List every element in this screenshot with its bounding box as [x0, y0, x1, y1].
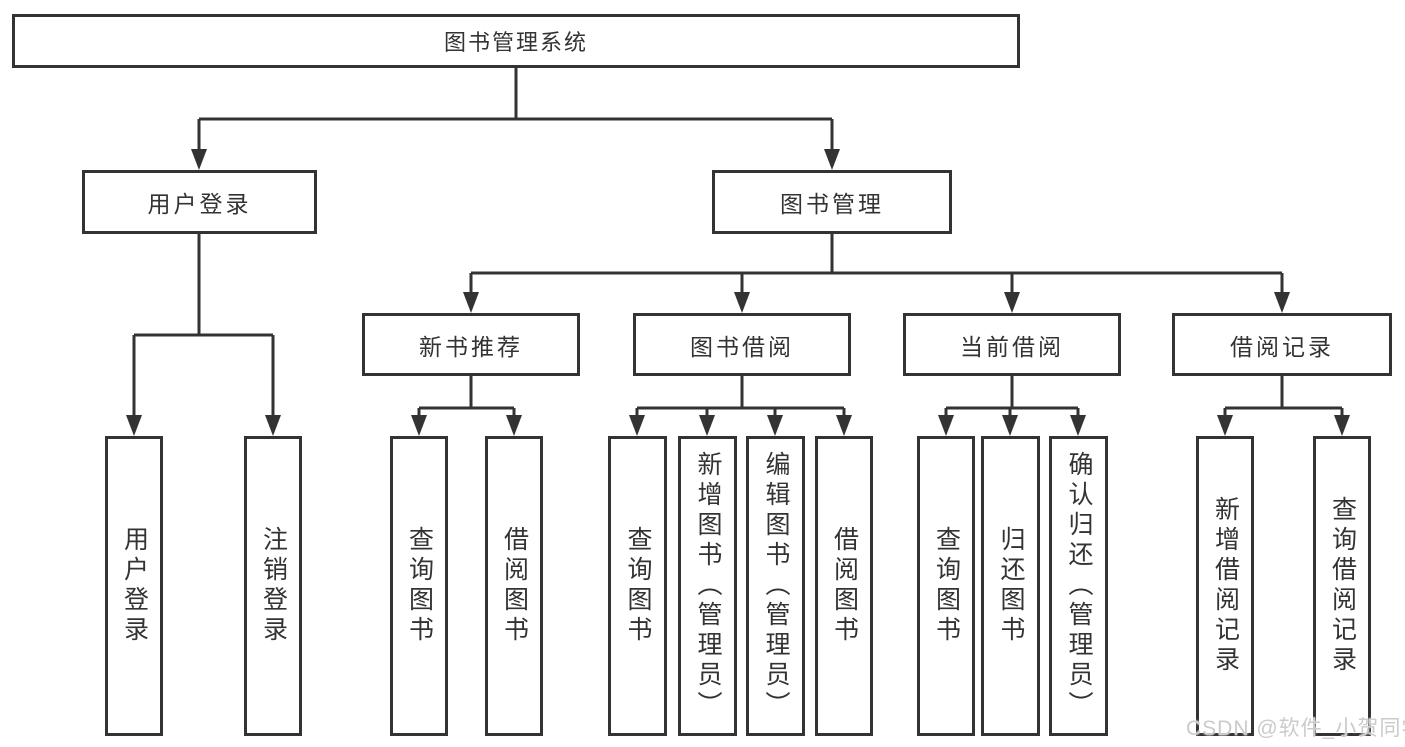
node-user-login: 用户登录	[82, 170, 317, 234]
node-book-management: 图书管理	[712, 170, 952, 234]
arrowheads	[126, 149, 1350, 436]
node-borrow-records: 借阅记录	[1172, 313, 1392, 376]
leaf-query-borrow-record: 查询借阅记录	[1313, 436, 1371, 736]
node-current-borrow: 当前借阅	[903, 313, 1121, 376]
watermark: CSDN @软件_小贺同学	[1186, 717, 1405, 740]
leaf-query-books-2: 查询图书	[608, 436, 667, 736]
leaf-confirm-return-admin: 确认归还（管理员）	[1049, 436, 1108, 736]
node-book-borrow: 图书借阅	[633, 313, 851, 376]
leaf-borrow-books-1: 借阅图书	[485, 436, 543, 736]
leaf-query-books-1: 查询图书	[390, 436, 448, 736]
leaf-user-login: 用户登录	[105, 436, 163, 736]
leaf-return-books: 归还图书	[981, 436, 1040, 736]
leaf-logout: 注销登录	[244, 436, 302, 736]
node-new-book-recommend: 新书推荐	[362, 313, 580, 376]
leaf-borrow-books-2: 借阅图书	[815, 436, 873, 736]
node-root-system: 图书管理系统	[12, 14, 1020, 68]
leaf-edit-books-admin: 编辑图书（管理员）	[746, 436, 805, 736]
leaf-add-books-admin: 新增图书（管理员）	[678, 436, 737, 736]
leaf-query-books-3: 查询图书	[917, 436, 975, 736]
leaf-add-borrow-record: 新增借阅记录	[1196, 436, 1254, 736]
